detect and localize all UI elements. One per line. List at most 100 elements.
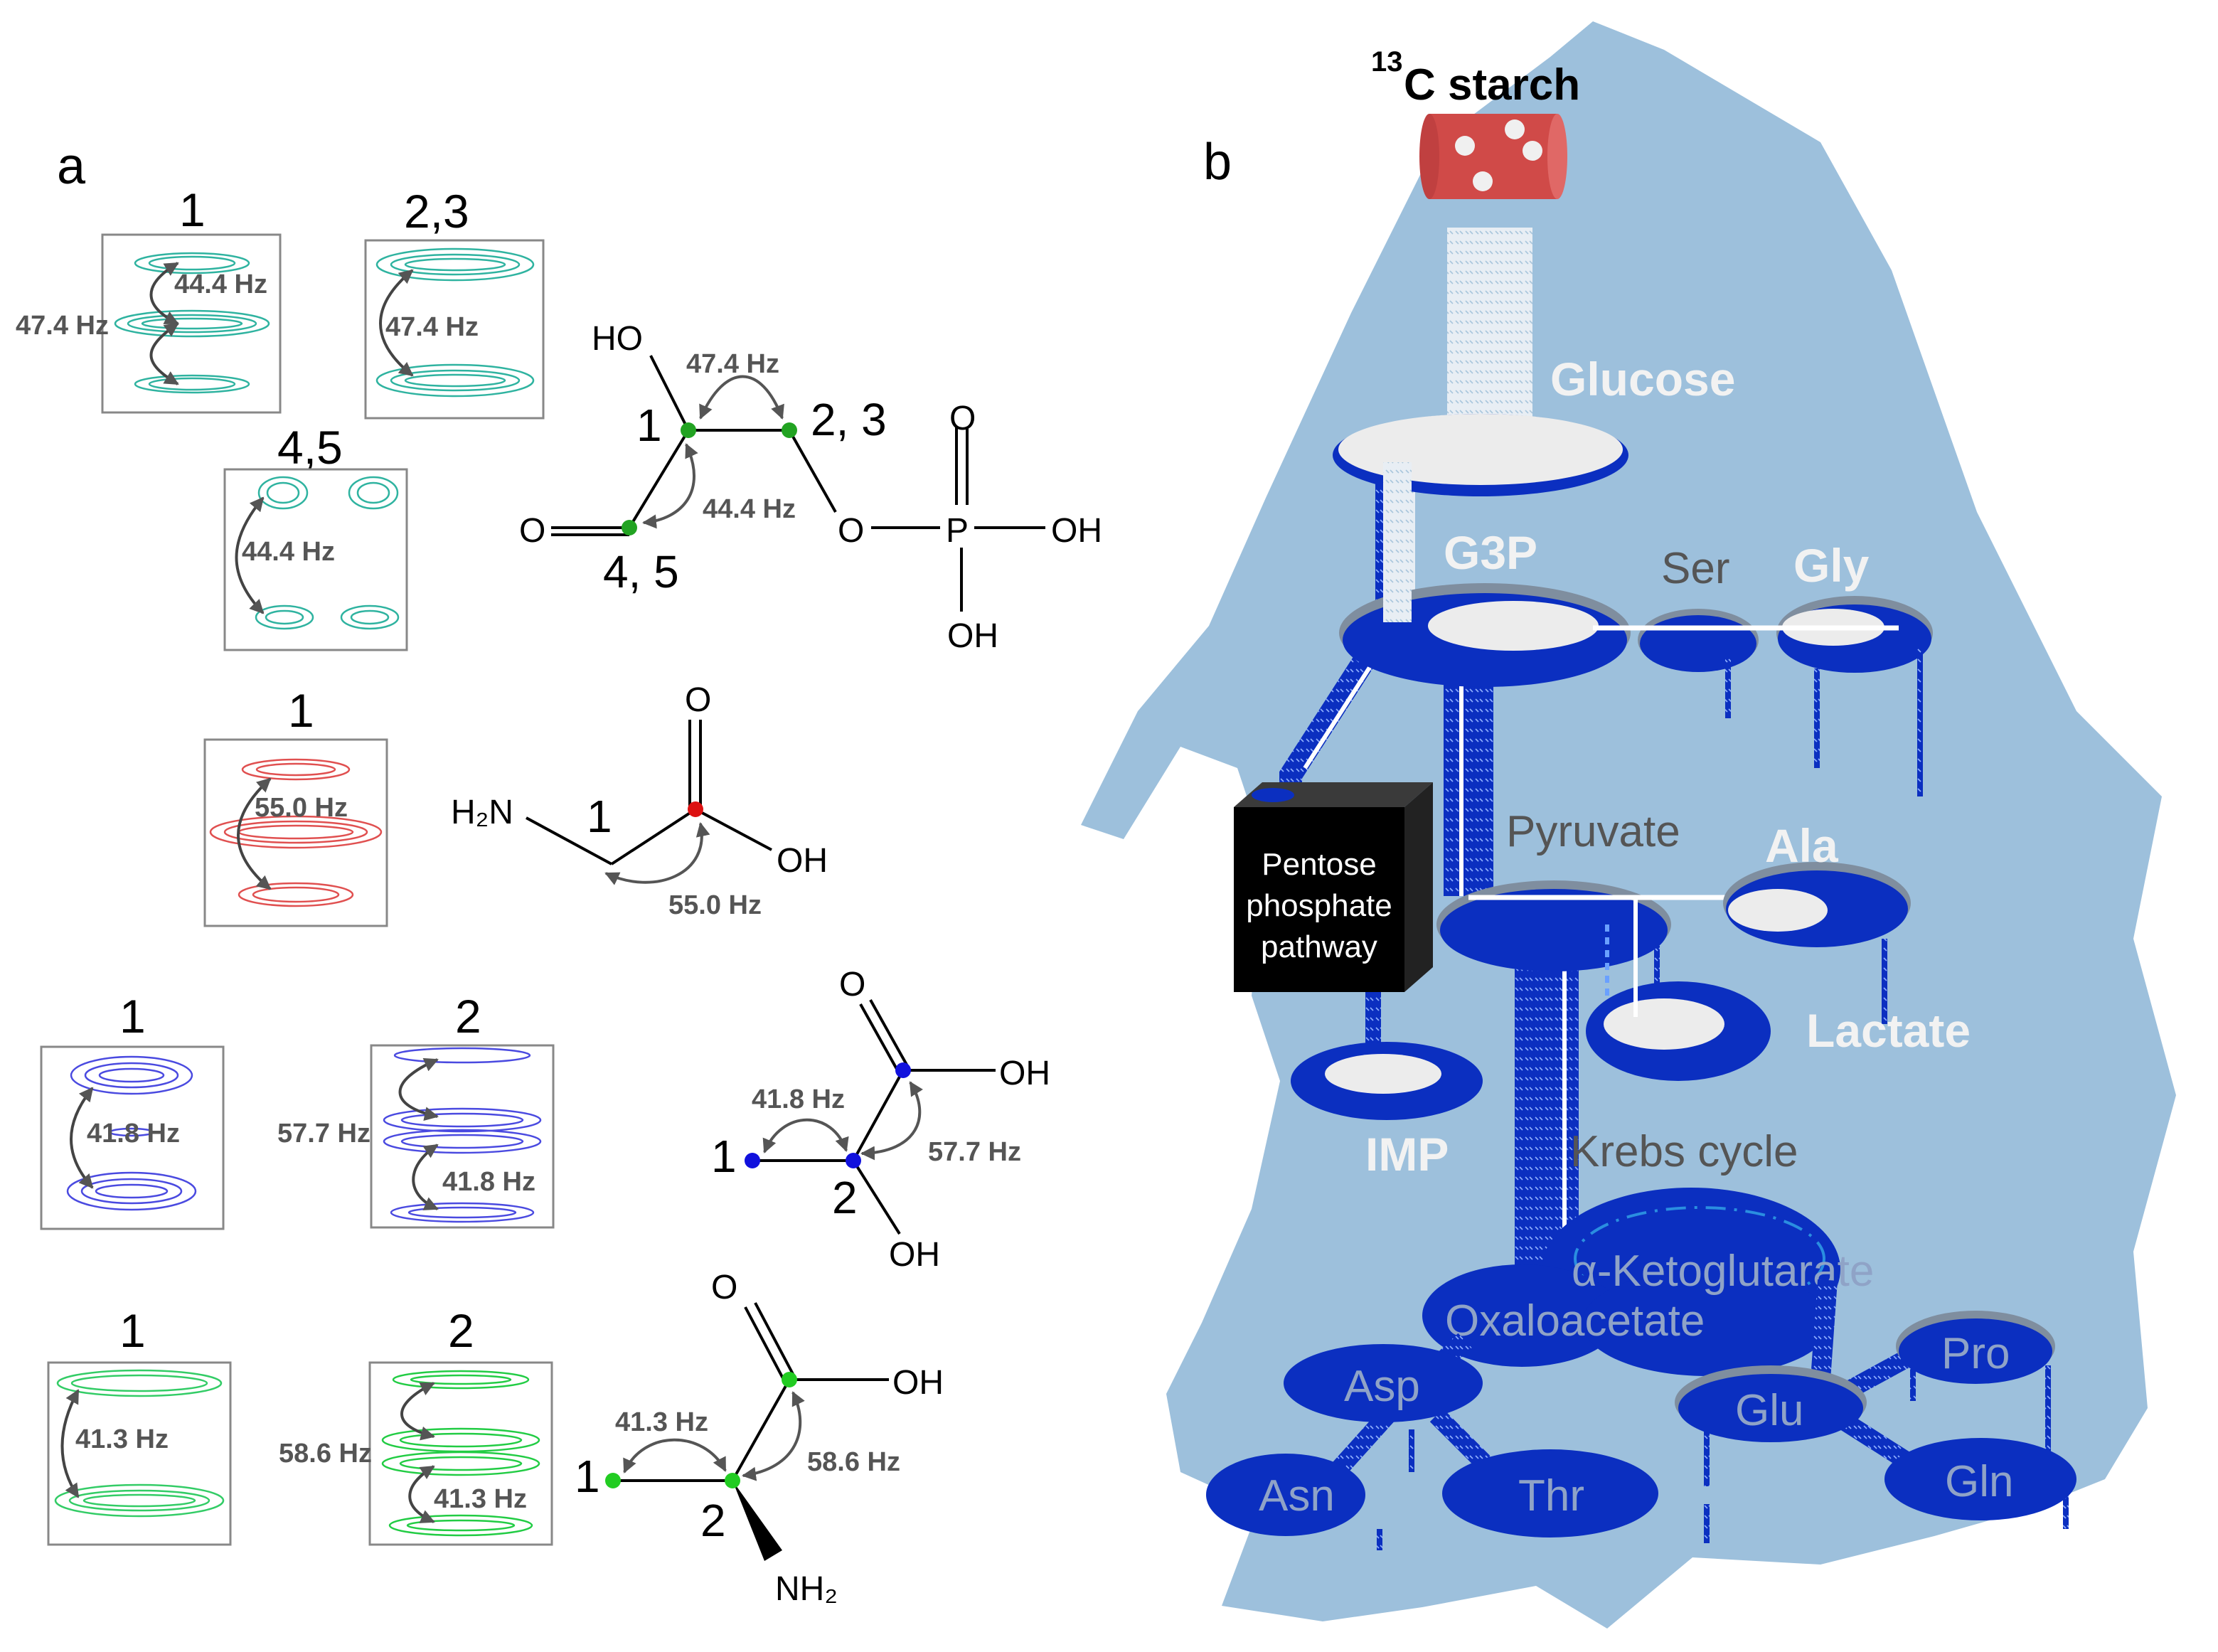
lac-spec2-hz-57-7: 57.7 Hz [277,1119,370,1149]
g3p-spec23-hz-47-4: 47.4 Hz [385,312,479,342]
gly-atom-oh: OH [777,842,828,880]
lac-carbon-1-dot [745,1153,760,1168]
ala-atom-nh2: NH₂ [775,1570,838,1608]
oaa-label: Oxaloacetate [1445,1296,1705,1345]
g3p-carbon-23-label: 2, 3 [811,394,887,445]
gly-carbon-1-dot [688,801,703,817]
oaa-pool [1422,1264,1621,1367]
ala-carbon-3-dot [782,1372,797,1387]
gln-pool [1884,1438,2076,1520]
ala-atom-oh: OH [892,1364,944,1402]
lac-struct-hz-57-7: 57.7 Hz [928,1137,1021,1167]
g3p-atom-o-top: O [949,400,976,437]
lac-carbon-2-dot [846,1153,861,1168]
gly-structure: 55.0 Hz H₂N O OH 1 [451,681,828,920]
thr-label: Thr [1518,1471,1584,1520]
ala-label: Ala [1765,819,1839,872]
g3p-atom-o-ketone: O [519,512,545,550]
g3p-spec1-hz-44-4: 44.4 Hz [174,270,267,299]
gly-spectrum: 55.0 Hz [203,738,388,927]
ala-spec1-hz-41-3: 41.3 Hz [75,1424,169,1454]
starch-label: C starch [1404,60,1580,110]
glu-pool [1678,1374,1863,1442]
ala-spectrum-1: 41.3 Hz [47,1361,232,1546]
g3p-carbon-45-dot [622,520,637,535]
ppp-box: Pentose phosphate pathway [1234,782,1433,992]
g3p-struct-hz-47-4: 47.4 Hz [686,349,779,379]
g3p-spectrum-1-label: 1 [179,183,206,236]
gly-spec-hz: 55.0 Hz [255,793,348,823]
g3p-spectrum-23-label: 2,3 [404,185,469,238]
ala-carbon-2-dot [725,1473,740,1488]
lac-spec2-hz-41-8: 41.8 Hz [442,1167,535,1197]
g3p-atom-p: P [946,512,969,550]
g3p-spectrum-45: 44.4 Hz [223,468,408,651]
ala-spectrum-2-label: 2 [448,1304,474,1357]
ala-spectrum-1-label: 1 [119,1304,146,1357]
panel-b-label: b [1203,134,1232,191]
g3p-atom-ho: HO [592,320,643,358]
background-leaf-shape [1081,21,2176,1629]
gly-struct-hz: 55.0 Hz [668,890,762,920]
glu-label: Glu [1735,1386,1803,1435]
asn-label: Asn [1259,1471,1335,1520]
pyruvate-pool [1440,889,1668,971]
gly-spectrum-label: 1 [288,684,314,737]
ser-pool [1640,615,1756,672]
ala-spec2-hz-41-3: 41.3 Hz [434,1484,527,1514]
starch-glucose-channel [1447,228,1532,448]
lac-spec1-hz-41-8: 41.8 Hz [87,1119,180,1149]
panel-a-label: a [57,138,86,195]
g3p-carbon-23-dot [782,422,797,438]
ala-spectrum-2: 58.6 Hz 41.3 Hz [279,1361,553,1546]
g3p-label: G3P [1444,526,1537,579]
ala-spec2-hz-58-6: 58.6 Hz [279,1439,372,1469]
ala-carbon-1-dot [605,1473,621,1488]
starch-cylinder-icon [1419,114,1567,199]
ala-wedge-bond [732,1481,782,1561]
ala-struct-hz-58-6: 58.6 Hz [807,1447,900,1477]
krebs-label: Krebs cycle [1570,1127,1798,1176]
lac-struct-hz-41-8: 41.8 Hz [752,1085,845,1114]
ppp-imp-channel [1365,988,1381,1060]
asn-pool [1206,1454,1365,1536]
g3p-spec45-hz-44-4: 44.4 Hz [242,537,335,567]
g3p-struct-hz-44-4: 44.4 Hz [703,494,796,524]
asp-pool [1284,1344,1483,1422]
pyruvate-krebs-channel [1515,924,1579,1280]
g3p-structure: 47.4 Hz 44.4 Hz HO O O P OH OH O 1 2, 3 … [519,320,1102,655]
asp-label: Asp [1344,1362,1420,1411]
ppp-label-line2: phosphate [1246,888,1392,923]
lac-atom-o: O [839,966,865,1003]
g3p-atom-oh-right: OH [1051,512,1102,550]
lactate-label: Lactate [1806,1004,1971,1057]
g3p-carbon-45-label: 4, 5 [603,546,679,597]
lac-carbon-2-label: 2 [832,1172,858,1223]
ala-struct-hz-41-3: 41.3 Hz [615,1407,708,1437]
pro-label: Pro [1941,1329,2010,1378]
panel-a: a 1 2,3 4,5 44.4 Hz 47.4 Hz 47.4 Hz [16,138,1102,1608]
lac-spectrum-1-label: 1 [119,990,146,1043]
gln-label: Gln [1945,1457,2013,1506]
lactate-spectrum-1: 41.8 Hz [40,1045,225,1230]
lactate-structure: 41.8 Hz 57.7 Hz O OH OH 1 2 [711,966,1050,1274]
imp-label: IMP [1365,1128,1449,1181]
g3p-atom-o-ester: O [838,512,864,550]
gly-label: Gly [1793,539,1870,592]
ala-carbon-2-label: 2 [700,1495,726,1546]
lac-atom-oh-right: OH [999,1055,1050,1092]
g3p-atom-oh-bottom: OH [947,617,998,655]
ala-atom-o: O [711,1269,737,1306]
ala-carbon-1-label: 1 [575,1451,600,1502]
lac-spectrum-2-label: 2 [455,990,481,1043]
ala-structure: 41.3 Hz 58.6 Hz O OH NH₂ 1 2 [575,1269,944,1608]
thr-pool [1442,1449,1658,1538]
g3p-spectrum-45-label: 4,5 [277,421,343,474]
lac-carbon-3-dot [895,1062,911,1078]
panel-b: b 13 C starch Glucose [1081,21,2176,1629]
g3p-carbon-1-dot [681,422,696,438]
g3p-spectrum-23: 47.4 Hz [364,239,545,420]
gly-atom-h2n: H₂N [451,794,513,831]
g3p-carbon-1-label: 1 [636,400,662,451]
